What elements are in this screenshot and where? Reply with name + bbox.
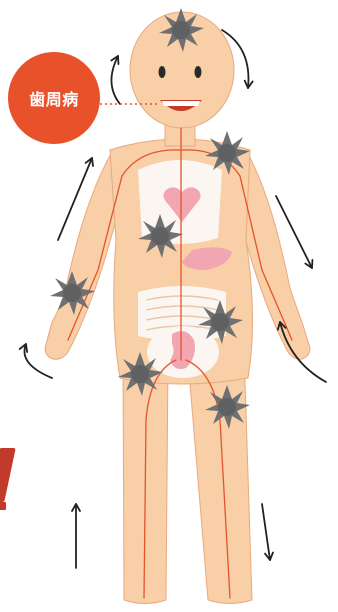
- right-eye: [195, 66, 202, 78]
- badge-label: 歯周病: [29, 86, 79, 110]
- leg-arrow-down: [262, 504, 270, 560]
- periodontal-disease-badge: 歯周病: [8, 52, 100, 144]
- right-leg: [188, 350, 252, 604]
- exclamation-dot-fragment: [0, 502, 6, 510]
- head-arrow-left: [111, 56, 120, 104]
- left-eye: [159, 66, 166, 78]
- teeth: [162, 101, 200, 106]
